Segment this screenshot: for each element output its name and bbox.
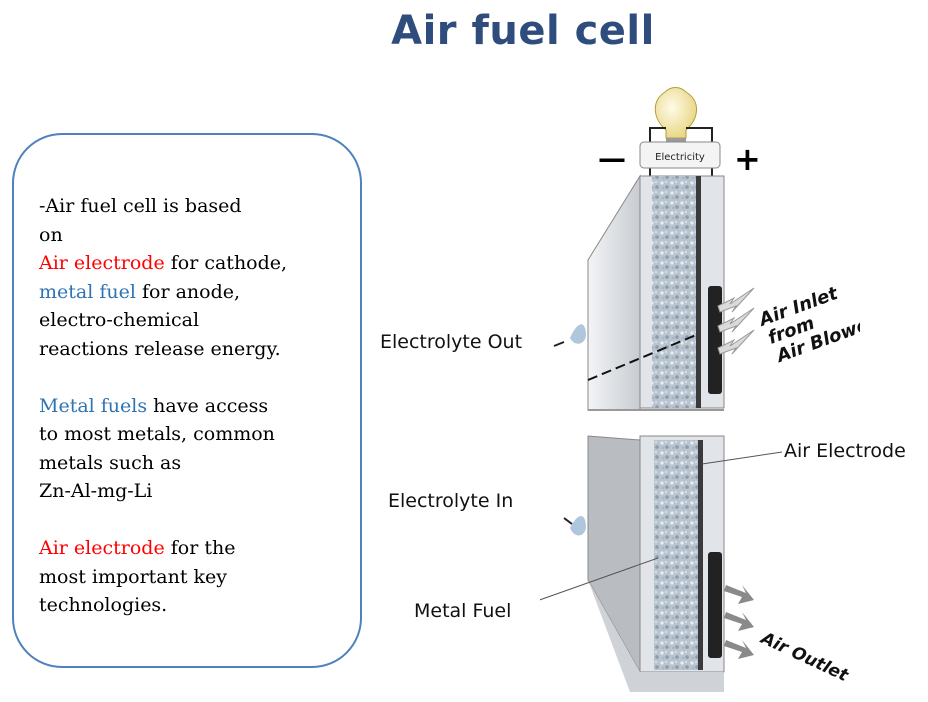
body-text: reactions release energy. [39, 337, 281, 360]
body-text: technologies. [39, 594, 168, 616]
air-electrode-label: Air Electrode [784, 440, 906, 462]
electricity-label: Electricity [655, 152, 705, 163]
paragraph-air-electrode: Air electrode for the most important key t… [39, 534, 359, 620]
highlighted-text: Metal fuels [39, 394, 148, 417]
negative-terminal-label: — [598, 142, 626, 175]
body-text: for anode, [135, 280, 241, 303]
description-box [12, 133, 362, 668]
air-outlet-label: Air Outlet [756, 628, 852, 687]
page-title: Air fuel cell [391, 8, 655, 54]
body-text: electro-chemical [39, 309, 200, 331]
body-text: have access [147, 394, 269, 417]
highlighted-text: Air electrode [39, 537, 165, 559]
upper-cell [587, 174, 725, 411]
body-text: most important key [39, 565, 228, 588]
fuel-cell-diagram: Electricity — + Air Inlet [540, 87, 860, 692]
electrolyte-out-label: Electrolyte Out [380, 331, 523, 353]
air-inlet-label: Air Inlet from Air Blower [755, 273, 860, 369]
body-text: on [39, 223, 63, 246]
highlighted-text: metal fuel [39, 280, 136, 303]
body-text: for cathode, [164, 252, 288, 274]
electrolyte-in-label: Electrolyte In [388, 490, 514, 512]
body-text: to most metals, common [39, 423, 275, 445]
body-text: metals such as [39, 451, 182, 474]
body-text: Zn-Al-mg-Li [39, 480, 153, 502]
metal-fuel-label: Metal Fuel [414, 600, 512, 622]
positive-terminal-label: + [734, 140, 761, 178]
body-text: for the [164, 537, 236, 559]
body-text: -Air fuel cell is based [39, 195, 242, 217]
lower-cell [587, 435, 725, 692]
light-bulb-icon [654, 87, 697, 148]
paragraph-metal-fuels: Metal fuels have access to most metals, c… [39, 392, 359, 506]
highlighted-text: Air electrode [39, 252, 165, 274]
